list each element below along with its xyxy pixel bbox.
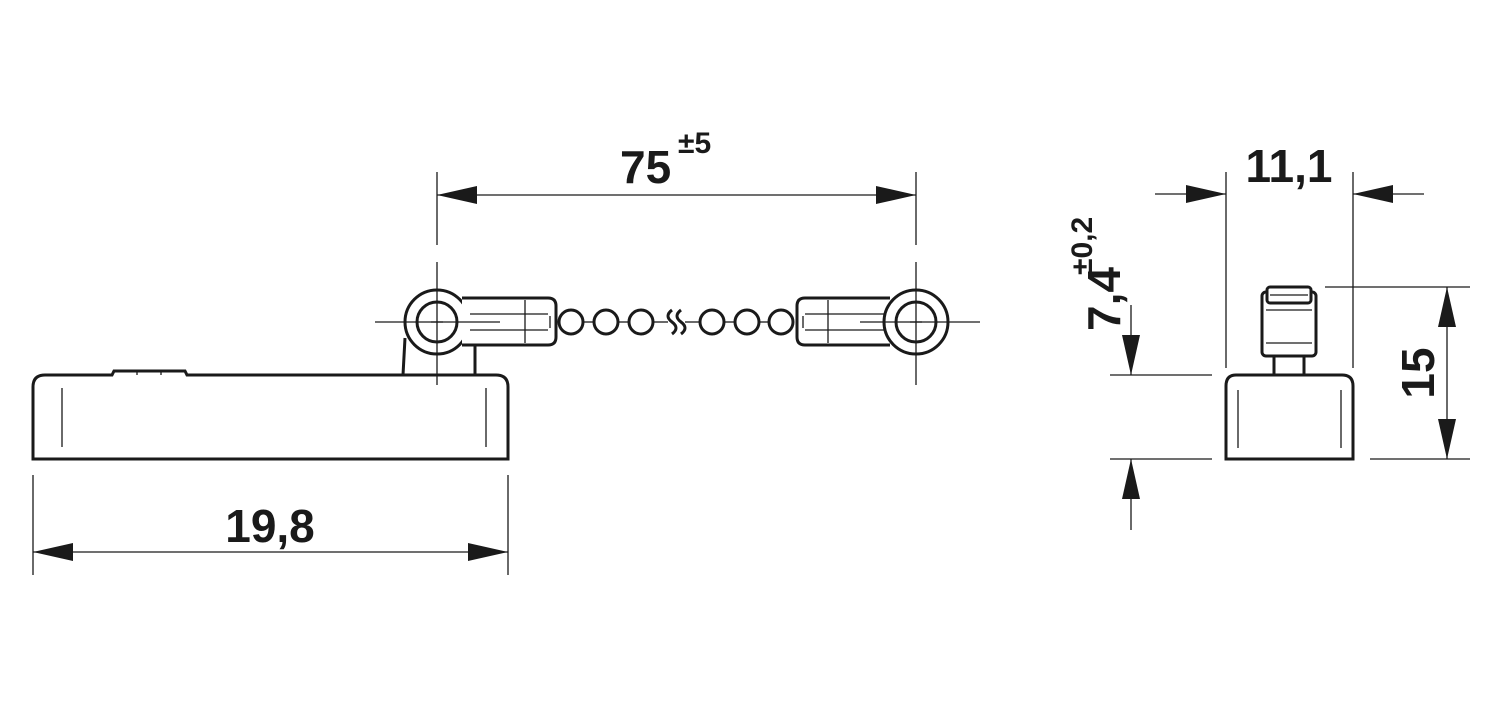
front-view: 75 ±5 19,8	[31, 127, 980, 575]
side-knob	[1260, 285, 1318, 376]
base-length-value: 19,8	[225, 500, 315, 552]
base-height-tolerance: ±0,2	[1066, 217, 1099, 275]
side-height-value: 15	[1392, 347, 1444, 398]
side-width-value: 11,1	[1246, 140, 1333, 192]
dimension-19-8	[32, 475, 509, 575]
chain-length-tolerance: ±5	[678, 127, 711, 160]
side-view: 11,1 15 7,4 ±0,2	[1066, 140, 1470, 530]
ball-chain	[557, 308, 795, 336]
side-base	[1224, 373, 1355, 461]
base-block	[31, 369, 510, 461]
dimension-15	[1325, 286, 1470, 460]
dimension-7-4	[1110, 305, 1212, 530]
left-hinge	[401, 288, 558, 376]
chain-length-value: 75	[620, 141, 671, 193]
dimension-75	[436, 172, 917, 245]
base-height-label: 7,4 ±0,2	[1066, 217, 1130, 331]
center-lines	[375, 262, 980, 385]
base-height-value: 7,4	[1078, 267, 1130, 331]
dimension-11-1	[1155, 172, 1424, 368]
